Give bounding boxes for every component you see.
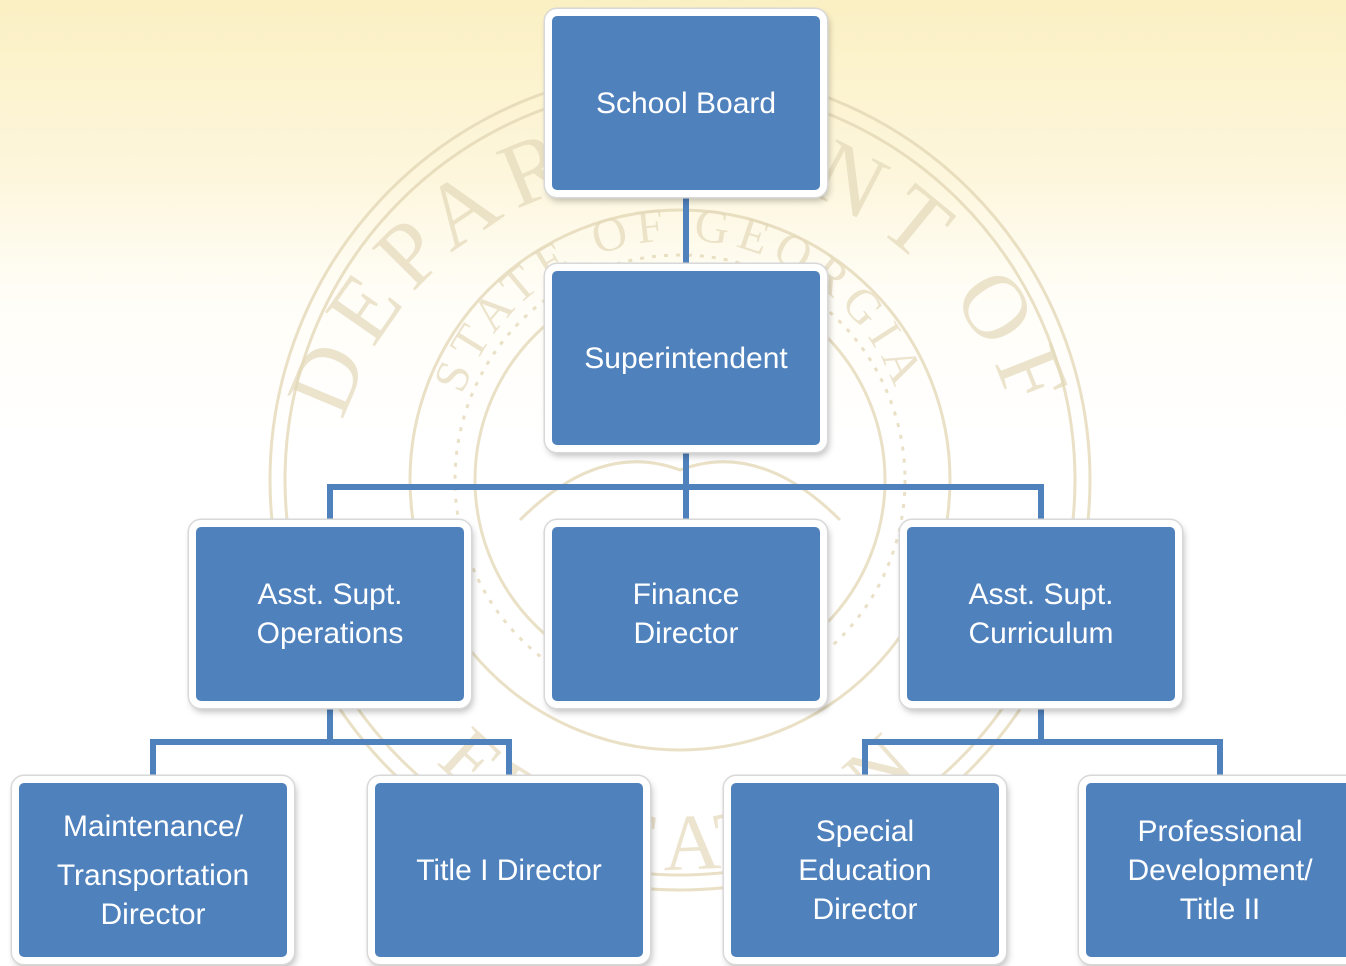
node-label-line-2: Development/ xyxy=(1127,853,1313,887)
node-label-line-2: Transportation xyxy=(56,858,250,892)
node-asst-supt-curriculum: Asst. Supt. Curriculum xyxy=(900,520,1182,708)
node-label-line-1: Special xyxy=(815,814,915,848)
node-label-line-2: Director xyxy=(633,617,739,650)
node-label-line-3: Title II xyxy=(1179,892,1261,926)
node-school-board: School Board xyxy=(545,9,827,197)
node-label-line-2: Curriculum xyxy=(968,617,1114,650)
node-label-line-1: Maintenance/ xyxy=(62,809,244,843)
node-label-line-1: Asst. Supt. xyxy=(257,578,403,611)
node-label-line-3: Director xyxy=(100,897,206,931)
node-label-line-1: Asst. Supt. xyxy=(968,578,1114,611)
node-maintenance-transportation-director: Maintenance/ Transportation Director xyxy=(12,776,294,964)
node-label-line-2: Education xyxy=(798,853,932,887)
node-superintendent: Superintendent xyxy=(545,264,827,452)
node-label: Superintendent xyxy=(584,341,788,375)
node-label-line-1: Professional xyxy=(1137,814,1303,848)
node-label-line-3: Director xyxy=(812,892,918,926)
node-title-i-director: Title I Director xyxy=(368,776,650,964)
node-label-line-1: Finance xyxy=(632,578,740,611)
node-asst-supt-operations: Asst. Supt. Operations xyxy=(189,520,471,708)
node-label: School Board xyxy=(595,86,777,120)
node-finance-director: Finance Director xyxy=(545,520,827,708)
node-label-line-2: Operations xyxy=(256,617,404,650)
node-special-education-director: Special Education Director xyxy=(724,776,1006,964)
node-professional-development-title-ii: Professional Development/ Title II xyxy=(1079,776,1346,964)
node-label: Title I Director xyxy=(416,853,602,887)
